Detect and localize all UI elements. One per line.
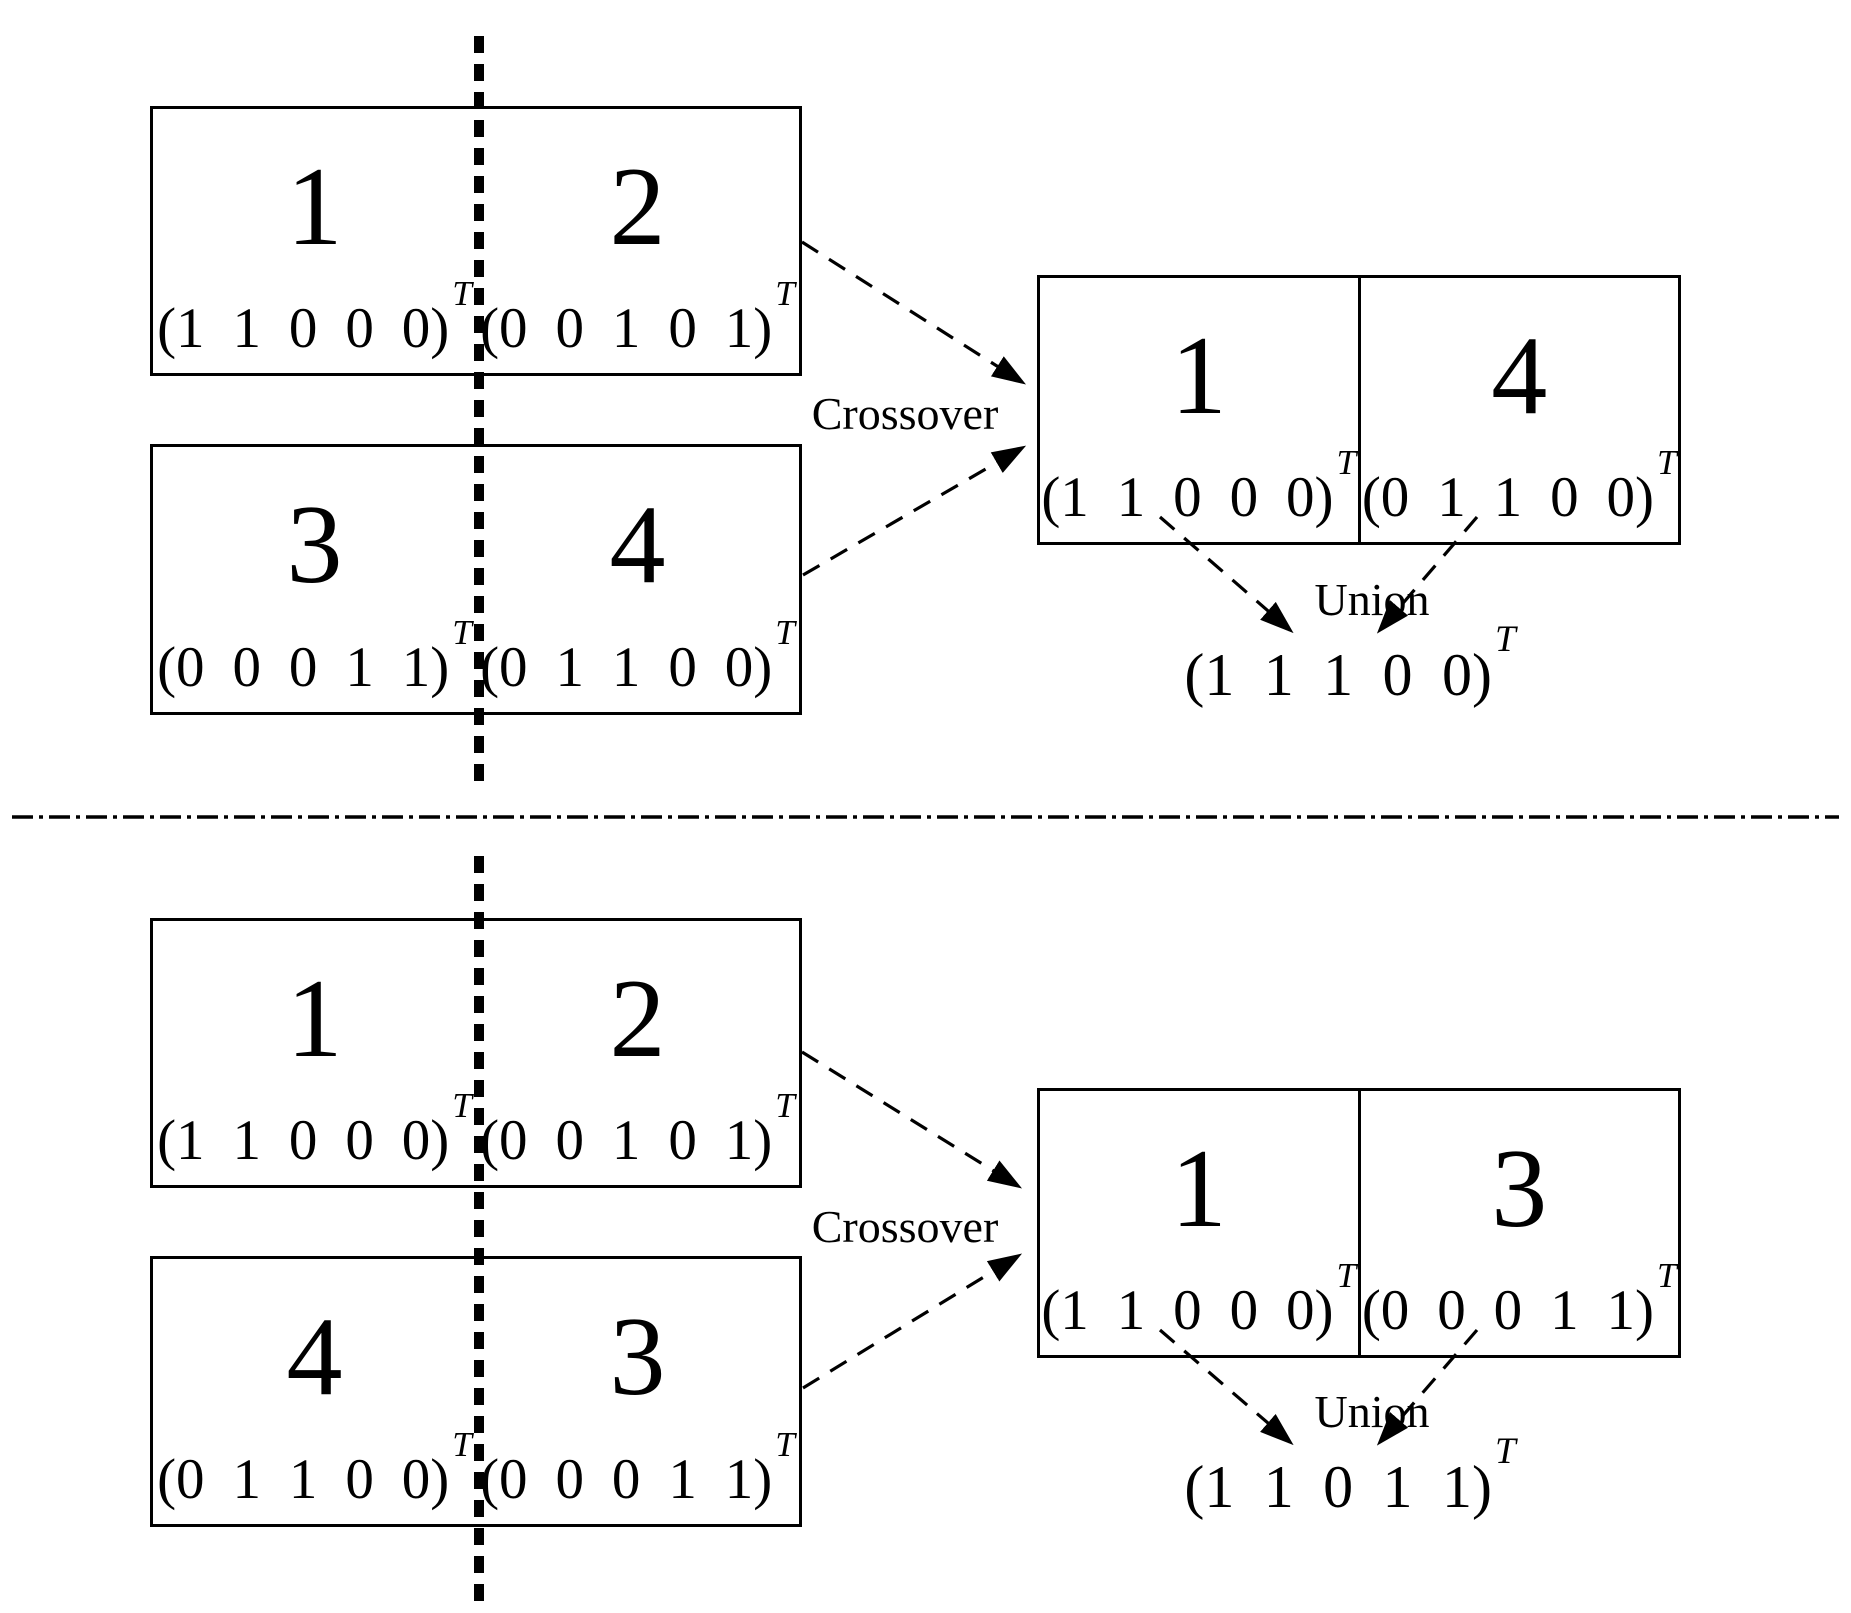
crossover-arrow <box>802 445 1027 577</box>
parent-box-3-4: 3 (0 0 0 1 1)T 4 (0 1 1 0 0)T <box>150 444 802 715</box>
union-result-values: (1 1 0 1 1) <box>1184 1454 1492 1520</box>
gene-vector-values: (0 0 0 1 1) <box>480 1448 773 1511</box>
transpose-superscript: T <box>1657 443 1677 483</box>
chromosome-number: 1 <box>1170 313 1227 438</box>
gene-vector: (0 0 1 0 1)T <box>476 1088 799 1172</box>
chromosome-number: 1 <box>286 956 343 1081</box>
chromosome-cell: 4 (0 1 1 0 0)T <box>476 447 799 712</box>
union-result-vector: (1 1 0 1 1)T <box>1100 1433 1600 1520</box>
union-label: Union <box>1314 574 1430 625</box>
chromosome-cell: 2 (0 0 1 0 1)T <box>476 921 799 1185</box>
transpose-superscript: T <box>775 274 795 314</box>
offspring-box-1-3: 1 (1 1 0 0 0)T 3 (0 0 0 1 1)T <box>1037 1088 1681 1358</box>
crossover-arrow <box>801 240 1027 385</box>
gene-vector: (0 0 0 1 1)T <box>476 1427 799 1511</box>
crossover-arrow <box>801 1050 1023 1189</box>
gene-vector: (0 1 1 0 0)T <box>1361 445 1679 529</box>
gene-vector: (0 1 1 0 0)T <box>476 615 799 699</box>
gene-vector-values: (0 1 1 0 0) <box>1361 466 1655 529</box>
chromosome-number: 1 <box>286 144 343 269</box>
gene-vector: (1 1 0 0 0)T <box>153 1088 476 1172</box>
chromosome-number: 4 <box>609 483 666 607</box>
chromosome-number: 4 <box>286 1295 343 1419</box>
chromosome-number: 3 <box>286 483 343 607</box>
union-label: Union <box>1314 1386 1430 1437</box>
transpose-superscript: T <box>1494 1430 1516 1472</box>
chromosome-number: 1 <box>1170 1126 1227 1251</box>
gene-vector-values: (0 0 0 1 1) <box>1361 1279 1655 1342</box>
chromosome-cell: 3 (0 0 0 1 1)T <box>476 1259 799 1524</box>
transpose-superscript: T <box>1494 618 1516 660</box>
gene-vector-values: (1 1 0 0 0) <box>1041 1279 1334 1342</box>
transpose-superscript: T <box>452 613 472 653</box>
union-result-values: (1 1 1 0 0) <box>1184 642 1492 708</box>
crossover-label: Crossover <box>811 388 999 439</box>
chromosome-cell: 3 (0 0 0 1 1)T <box>153 447 476 712</box>
gene-vector-values: (0 0 1 0 1) <box>480 1109 773 1172</box>
chromosome-cell: 1 (1 1 0 0 0)T <box>153 109 476 373</box>
chromosome-cell: 1 (1 1 0 0 0)T <box>1040 278 1358 542</box>
offspring-box-1-4: 1 (1 1 0 0 0)T 4 (0 1 1 0 0)T <box>1037 275 1681 545</box>
chromosome-cell: 1 (1 1 0 0 0)T <box>1040 1091 1358 1355</box>
transpose-superscript: T <box>452 274 472 314</box>
gene-vector-values: (0 0 0 1 1) <box>157 636 450 699</box>
parent-box-4-3: 4 (0 1 1 0 0)T 3 (0 0 0 1 1)T <box>150 1256 802 1527</box>
crossover-label: Crossover <box>811 1201 999 1252</box>
chromosome-number: 3 <box>609 1295 666 1419</box>
gene-vector-values: (0 1 1 0 0) <box>157 1448 450 1511</box>
gene-vector: (0 0 1 0 1)T <box>476 276 799 360</box>
gene-vector: (0 0 0 1 1)T <box>153 615 476 699</box>
chromosome-cell: 4 (0 1 1 0 0)T <box>1357 278 1679 542</box>
transpose-superscript: T <box>452 1086 472 1126</box>
transpose-superscript: T <box>775 1425 795 1465</box>
gene-vector-values: (1 1 0 0 0) <box>1041 466 1334 529</box>
chromosome-number: 3 <box>1491 1126 1548 1251</box>
transpose-superscript: T <box>775 1086 795 1126</box>
chromosome-cell: 2 (0 0 1 0 1)T <box>476 109 799 373</box>
gene-vector: (0 1 1 0 0)T <box>153 1427 476 1511</box>
transpose-superscript: T <box>775 613 795 653</box>
transpose-superscript: T <box>452 1425 472 1465</box>
chromosome-cell: 3 (0 0 0 1 1)T <box>1357 1091 1679 1355</box>
gene-vector: (1 1 0 0 0)T <box>1040 445 1358 529</box>
gene-vector-values: (1 1 0 0 0) <box>157 1109 450 1172</box>
parent-box-1-2: 1 (1 1 0 0 0)T 2 (0 0 1 0 1)T <box>150 106 802 376</box>
chromosome-number: 2 <box>609 144 666 269</box>
gene-vector: (1 1 0 0 0)T <box>153 276 476 360</box>
transpose-superscript: T <box>1336 1256 1357 1296</box>
gene-vector-values: (0 0 1 0 1) <box>480 297 773 360</box>
gene-vector: (0 0 0 1 1)T <box>1361 1258 1679 1342</box>
crossover-arrow <box>802 1253 1023 1390</box>
chromosome-cell: 1 (1 1 0 0 0)T <box>153 921 476 1185</box>
chromosome-number: 4 <box>1491 313 1548 438</box>
gene-vector: (1 1 0 0 0)T <box>1040 1258 1358 1342</box>
union-result-vector: (1 1 1 0 0)T <box>1100 621 1600 708</box>
chromosome-cell: 4 (0 1 1 0 0)T <box>153 1259 476 1524</box>
chromosome-number: 2 <box>609 956 666 1081</box>
gene-vector-values: (0 1 1 0 0) <box>480 636 773 699</box>
parent-box-1-2: 1 (1 1 0 0 0)T 2 (0 0 1 0 1)T <box>150 918 802 1188</box>
transpose-superscript: T <box>1336 443 1357 483</box>
transpose-superscript: T <box>1657 1256 1677 1296</box>
gene-vector-values: (1 1 0 0 0) <box>157 297 450 360</box>
